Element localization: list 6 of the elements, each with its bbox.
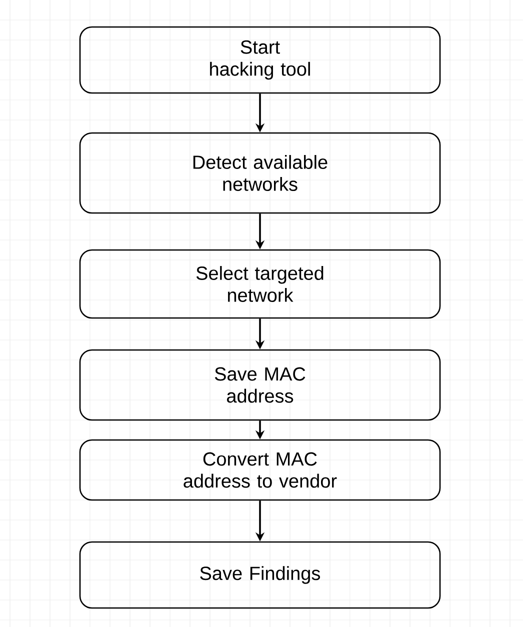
process-box: Save Findings — [79, 541, 441, 609]
process-box: Select targeted network — [79, 249, 441, 319]
process-box: Convert MAC address to vendor — [79, 439, 441, 501]
process-box: Save MAC address — [79, 349, 441, 421]
process-box: Start hacking tool — [79, 26, 441, 94]
process-box: Detect available networks — [79, 132, 441, 214]
